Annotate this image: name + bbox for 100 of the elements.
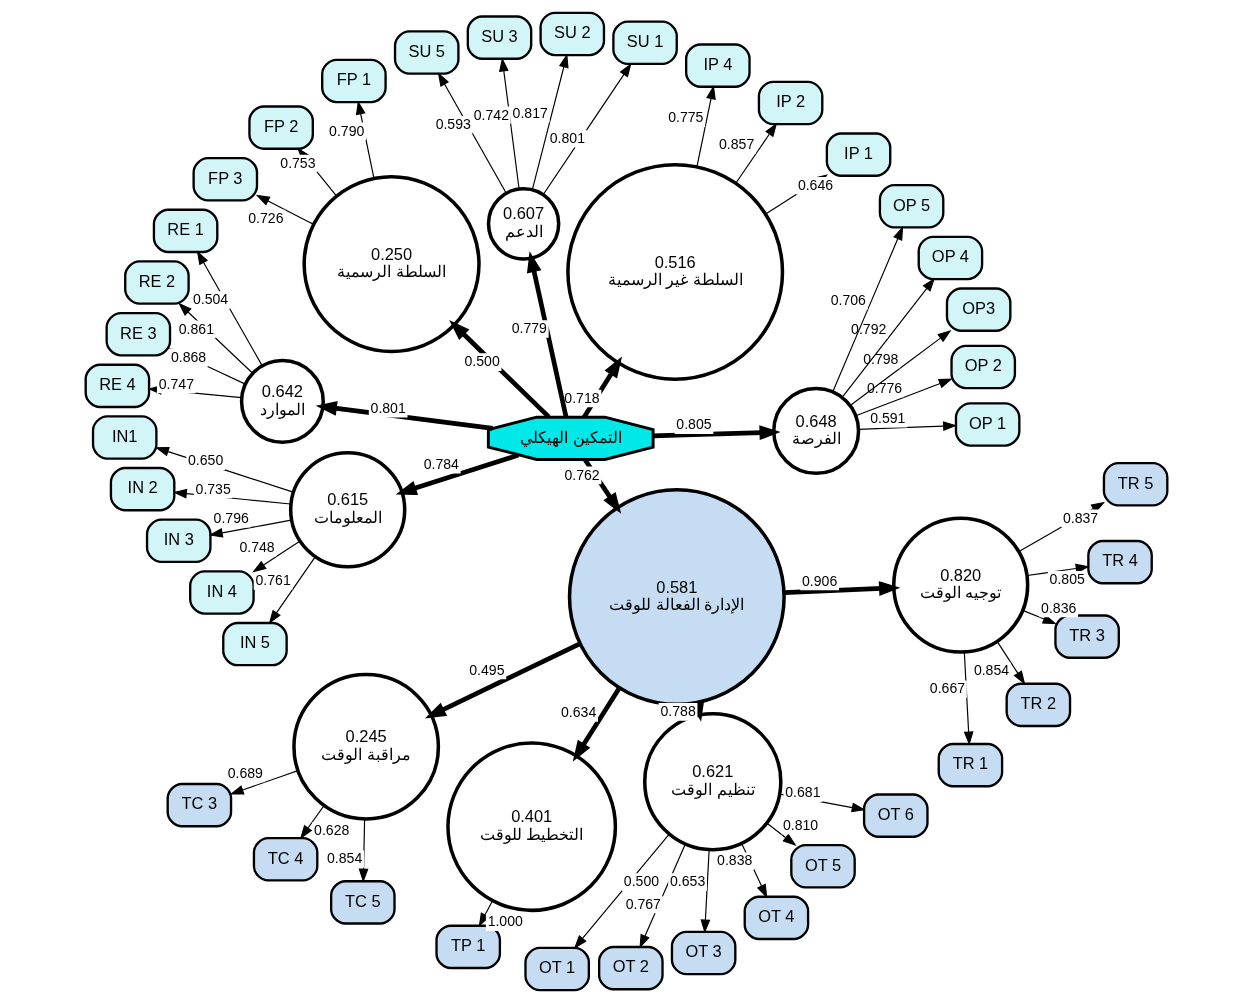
edge-label: 0.838 [717,852,753,869]
edge-label: 0.500 [623,873,660,890]
arrow [849,329,952,407]
node-box: OT 3 [670,930,737,976]
node-box: OP 4 [917,235,984,281]
arrow [268,556,316,625]
arrow [735,122,778,185]
arrow [653,425,781,441]
edge-label: 0.650 [188,452,224,469]
edge-label: 0.788 [660,703,696,720]
edge-label: 0.748 [239,539,275,556]
edge-label: 0.857 [719,136,755,153]
node-box: TR 2 [1005,682,1072,728]
arrow [154,446,294,493]
node-box: SU 2 [539,11,606,57]
arrow [857,421,958,432]
node-box: OP3 [945,287,1012,332]
node-box: IN1 [91,415,158,460]
edge-label: 0.667 [929,680,966,697]
edge-label: 0.784 [423,456,459,473]
edge-label: 0.646 [797,177,834,194]
node-box: IP 4 [685,43,751,88]
arrow [700,849,711,934]
node-box: FP 1 [321,58,387,104]
edge-label: 0.653 [669,873,706,890]
arrow [424,641,582,719]
node-box: IN 3 [145,518,212,564]
edge-label: 0.861 [178,320,214,337]
edge-label: 0.796 [213,510,249,527]
node-box: OP 5 [878,184,945,229]
edge-label: 0.775 [668,109,704,126]
node-box: OP 2 [950,344,1017,390]
arrow [542,63,632,196]
arrow [1022,609,1057,625]
node-box: FP 3 [192,156,259,202]
arrow [252,540,301,573]
edge-label: 0.634 [561,704,597,721]
edge-label: 0.500 [464,353,500,370]
edge-label: 0.706 [830,292,866,309]
edge-label: 0.681 [785,784,821,801]
edge-label: 0.801 [370,399,406,416]
edge-label: 0.836 [1041,599,1077,616]
node-box: TR 5 [1102,461,1169,507]
node-box: SU 1 [612,20,678,66]
edge-label: 0.805 [1049,571,1085,588]
edge-label: 0.735 [195,480,231,497]
arrow [300,805,325,840]
edge-label: 0.854 [973,662,1010,679]
node-box: RE 3 [105,311,172,357]
node-box: IN 2 [109,466,176,512]
edge-label: 0.868 [170,349,207,366]
edge-label: 0.753 [280,154,316,171]
node-box: OT 6 [862,793,929,838]
edge-label: 0.495 [469,661,505,678]
edge-label: 0.810 [782,816,819,833]
node-box: TC 4 [252,837,319,882]
edge-label: 0.593 [435,116,471,133]
edge-label: 0.854 [326,850,363,867]
edge-label: 0.762 [564,466,600,483]
node-box: OT 5 [790,843,856,889]
node-box: OT 1 [524,946,591,992]
arrow [531,53,569,191]
edge-label: 0.779 [511,320,547,337]
arrow [395,452,520,496]
edge-label: 0.718 [564,389,600,406]
arrow [255,194,315,225]
arrow [229,770,299,795]
edge-label: 0.790 [329,122,365,139]
arrow [572,686,622,762]
node-box: TR 4 [1087,539,1153,585]
node-box: TC 5 [329,880,396,925]
edge-label: 0.805 [676,416,712,433]
edge-label: 1.000 [487,913,523,930]
node-box: OT 4 [743,895,810,941]
node-box: IP 1 [825,132,892,177]
node-box: OT 2 [597,945,664,991]
arrow [766,822,797,846]
node-box: SU 3 [466,15,533,60]
edge-label: 0.837 [1062,509,1099,526]
node-box: IN 4 [189,570,255,615]
arrow [208,519,292,538]
node-box: RE 4 [84,363,151,409]
edge-label: 0.747 [158,375,194,392]
arrow [526,251,569,418]
arrow [996,641,1026,685]
arrow [784,581,901,596]
edge-label: 0.906 [802,572,838,589]
node-box: OP 1 [954,402,1021,447]
node-box: TR 1 [937,742,1004,788]
edge-label: 0.817 [512,105,548,122]
node-box: IP 2 [757,80,824,126]
edge-label: 0.742 [473,106,509,123]
node-box: RE 1 [152,208,219,254]
arrow [573,833,670,949]
edge-label: 0.504 [192,291,229,308]
arrow [478,900,493,928]
edge-label: 0.689 [227,764,263,781]
node-box: RE 2 [124,260,190,305]
node-box: SU 5 [393,30,460,75]
node-box: FP 2 [248,105,314,150]
